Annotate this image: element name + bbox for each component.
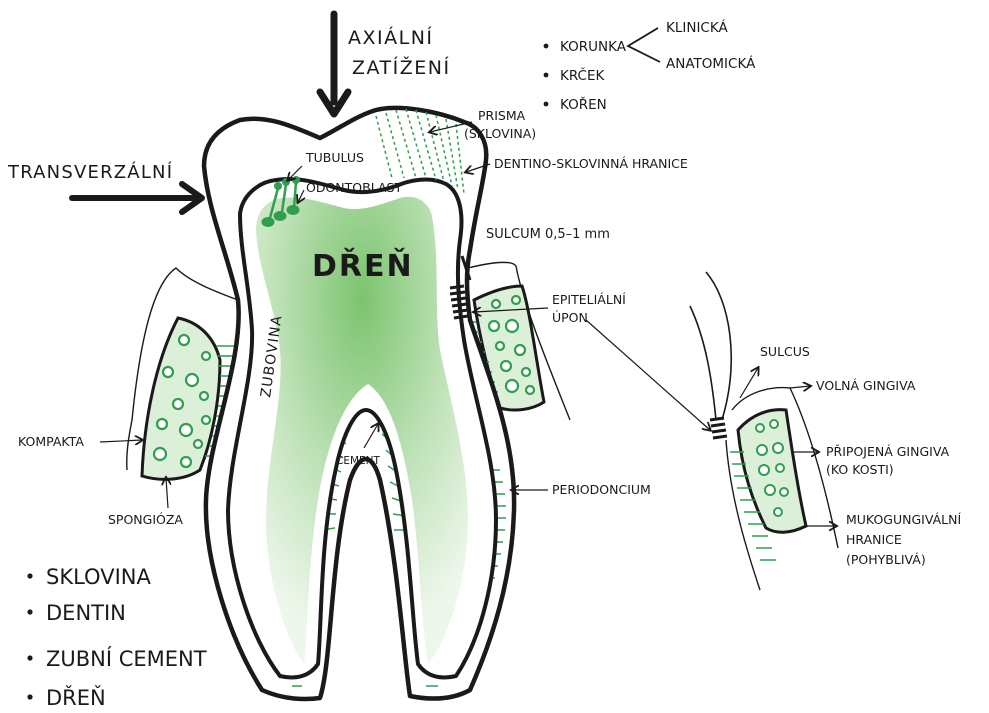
label-kompakta: KOMPAKTA [18,434,84,449]
label-odontoblast: ODONTOBLAST [306,180,402,195]
label-periodoncium: PERIODONCIUM [552,482,651,497]
axial-label-1: AXIÁLNÍ [348,26,434,49]
legend-cement: ZUBNÍ CEMENT [46,646,207,671]
legend-sklovina: SKLOVINA [46,565,151,589]
label-mukog-1: MUKOGUNGIVÁLNÍ [846,512,961,527]
legend-dren: DŘEŇ [46,685,106,710]
transversal-force-arrow [72,184,202,212]
label-spongioza: SPONGIÓZA [108,512,183,527]
transversal-label: TRANSVERZÁLNÍ [7,161,173,183]
label-anatomicka: ANATOMICKÁ [666,55,756,72]
label-epitel-2: ÚPON [552,310,588,325]
label-dren: DŘEŇ [312,248,414,284]
label-mukog-2: HRANICE [846,532,902,547]
label-pripojena-1: PŘIPOJENÁ GINGIVA [826,444,950,459]
label-mukog-3: (POHYBLIVÁ) [846,552,926,567]
gingiva-inset [690,272,838,590]
label-sulcus: SULCUS [760,344,810,359]
legend-krcek: KRČEK [560,66,606,84]
tissue-legend: SKLOVINA DENTIN ZUBNÍ CEMENT DŘEŇ [27,565,206,710]
axial-label-2: ZATÍŽENÍ [352,56,451,79]
label-dej-hranice: DENTINO-SKLOVINNÁ HRANICE [494,156,688,171]
tooth-parts-legend: KORUNKA KRČEK KOŘEN KLINICKÁ ANATOMICKÁ [544,19,756,113]
legend-koren: KOŘEN [560,96,607,113]
label-prisma: PRISMA [478,108,526,123]
epitel-pointer-inset [586,320,710,430]
legend-dentin: DENTIN [46,601,126,625]
label-klinicka: KLINICKÁ [666,19,728,36]
label-volna-gingiva: VOLNÁ GINGIVA [816,378,916,393]
legend-korunka: KORUNKA [560,39,627,55]
label-pripojena-2: (KO KOSTI) [826,462,894,477]
label-epitel-1: EPITELIÁLNÍ [552,292,626,307]
label-cement: CEMENT [336,455,381,467]
axial-force-arrow [320,14,348,114]
label-tubulus: TUBULUS [305,150,364,165]
label-prisma-sub: (SKLOVINA) [464,126,536,141]
label-sulcum: SULCUM 0,5–1 mm [486,227,610,242]
